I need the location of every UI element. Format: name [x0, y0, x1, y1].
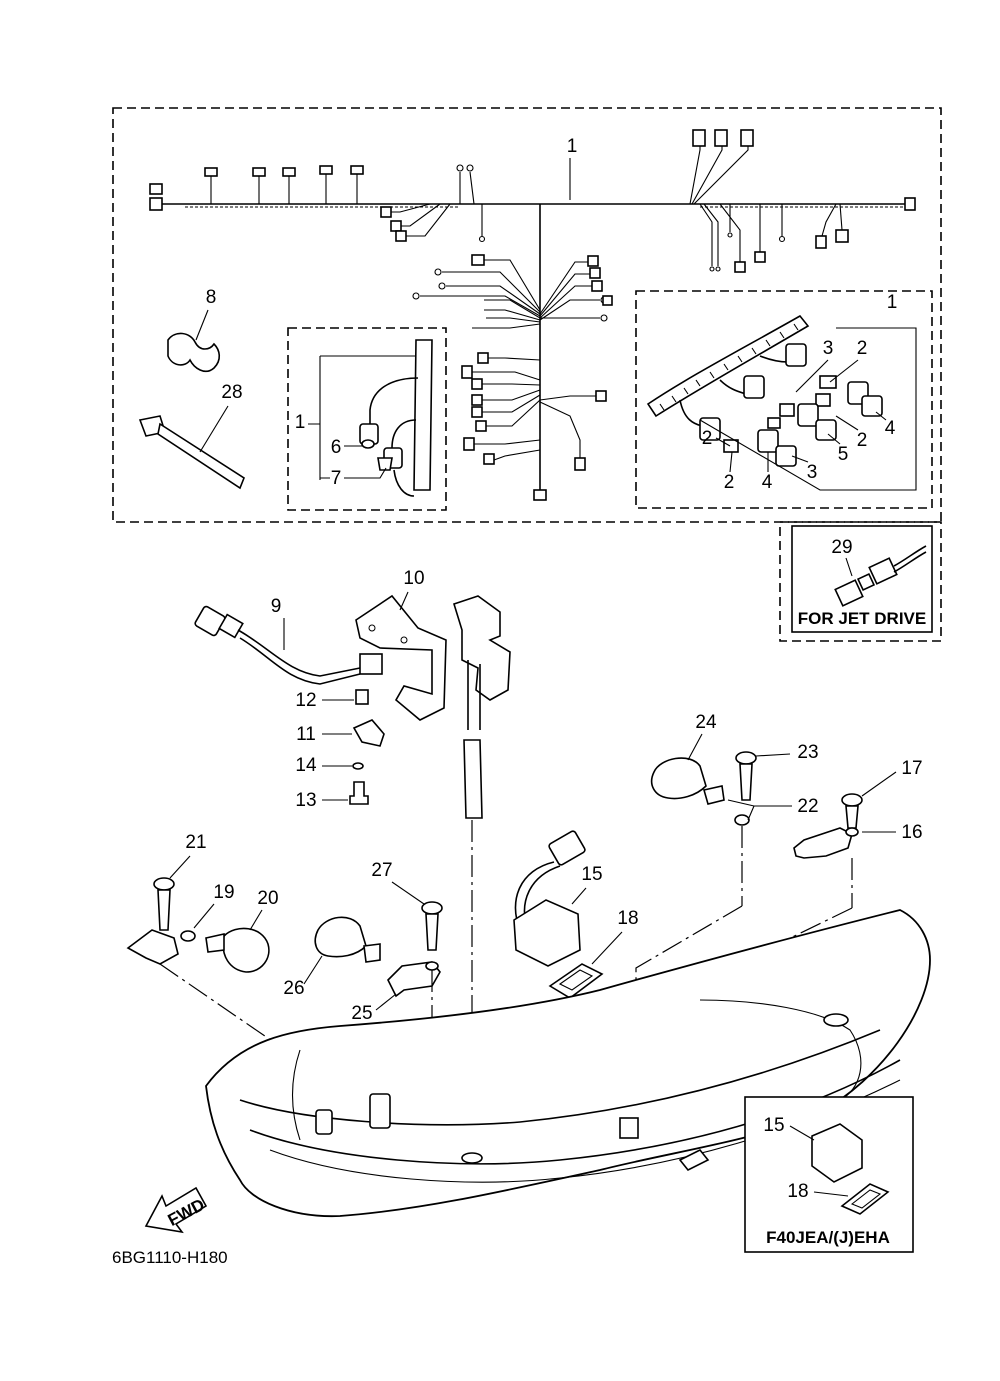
callout-conn-4b: 4 [762, 472, 773, 493]
screw-27: 27 [371, 860, 443, 951]
callout-1-sub: 1 [295, 412, 306, 433]
harness-group-border [112, 107, 942, 523]
callout-13: 13 [295, 790, 316, 811]
callout-1-detail: 1 [887, 292, 898, 313]
clamp-20: 20 [205, 888, 279, 973]
sub-harness-box [287, 327, 447, 511]
callout-28: 28 [221, 382, 242, 403]
callout-10: 10 [403, 568, 424, 589]
callout-14: 14 [295, 755, 317, 776]
callout-7: 7 [331, 468, 342, 489]
f40-callout-18: 18 [787, 1181, 808, 1202]
callout-conn-2c: 2 [857, 430, 868, 451]
callout-conn-2a: 2 [857, 338, 868, 359]
holder-25: 25 [351, 961, 441, 1176]
callout-15: 15 [581, 864, 602, 885]
callout-12: 12 [295, 690, 316, 711]
callout-29: 29 [831, 537, 852, 558]
callout-27: 27 [371, 860, 392, 881]
callout-conn-4a: 4 [885, 418, 896, 439]
clamp-26: 26 [283, 916, 381, 999]
screw-23: 23 [735, 742, 819, 801]
callout-23: 23 [797, 742, 818, 763]
band-28: 28 [138, 382, 245, 490]
callout-21: 21 [185, 832, 206, 853]
callout-9: 9 [271, 596, 282, 617]
callout-20: 20 [257, 888, 278, 909]
callout-19: 19 [213, 882, 234, 903]
screw-17: 17 [841, 758, 923, 829]
fwd-arrow: FWD [144, 1186, 208, 1234]
callout-11: 11 [296, 724, 316, 745]
callout-conn-3a: 3 [823, 338, 834, 359]
clamp-24: 24 [650, 712, 725, 805]
jet-drive-label: FOR JET DRIVE [798, 609, 926, 628]
bracket-10: 10 [355, 568, 447, 721]
lead-9: 9 [194, 596, 361, 685]
callout-22: 22 [797, 796, 818, 817]
screw-21: 21 [153, 832, 207, 931]
connector-detail: 1 3 2 2 2 4 5 3 2 4 [646, 292, 917, 493]
washer-19: 19 [180, 882, 235, 942]
callout-1-main: 1 [567, 136, 578, 157]
small-parts-11-14: 12 11 14 13 [295, 689, 385, 811]
sub-harness-detail: 1 6 7 [295, 339, 433, 497]
diagram-code: 6BG1110-H180 [112, 1248, 228, 1267]
jet-drive-inset: FOR JET DRIVE 29 [779, 521, 942, 642]
f40-inset-label: F40JEA/(J)EHA [766, 1228, 890, 1247]
callout-16: 16 [901, 822, 922, 843]
connector-detail-box [635, 290, 933, 509]
switch-15: 15 [513, 830, 603, 967]
wire-harness: 1 [149, 129, 916, 501]
callout-26: 26 [283, 978, 304, 999]
f40-callout-15: 15 [763, 1115, 784, 1136]
callout-8: 8 [206, 287, 217, 308]
callout-conn-5: 5 [838, 444, 849, 465]
connector-29 [834, 545, 927, 607]
callout-conn-2d: 2 [724, 472, 735, 493]
holder-8: 8 [167, 287, 221, 373]
callout-conn-2b: 2 [702, 428, 713, 449]
callout-25: 25 [351, 1003, 372, 1024]
callout-6: 6 [331, 437, 342, 458]
callout-conn-3b: 3 [807, 462, 818, 483]
callout-17: 17 [901, 758, 922, 779]
callout-24: 24 [695, 712, 717, 733]
f40-inset: F40JEA/(J)EHA 15 18 [744, 1096, 914, 1253]
callout-18: 18 [617, 908, 638, 929]
